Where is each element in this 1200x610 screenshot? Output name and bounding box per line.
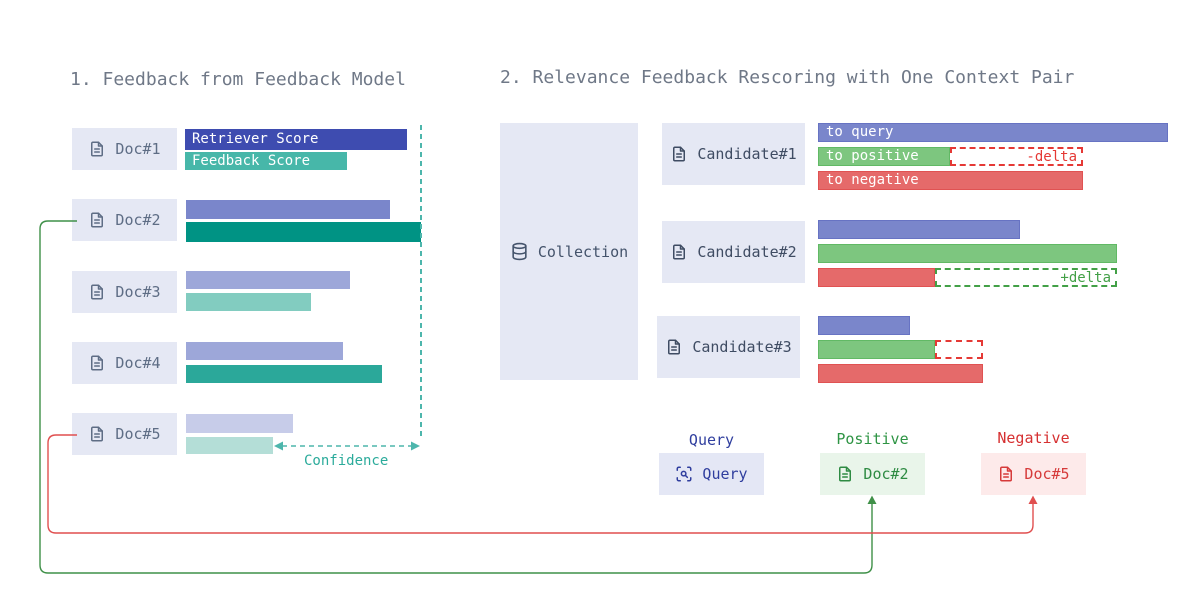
candidate3-to-positive-bar [818,340,935,359]
doc-label: Doc#4 [115,354,161,372]
doc2-retriever-score-bar [186,200,390,219]
doc-box-2: Doc#2 [72,199,177,241]
doc1-feedback-score-bar: Feedback Score [185,152,347,170]
doc5-feedback-score-bar [186,437,273,454]
panel1-title: 1. Feedback from Feedback Model [70,69,406,90]
candidate2-to-positive-bar [818,244,1117,263]
query-heading: Query [688,431,735,449]
candidate1-to-query-bar: to query [818,123,1168,142]
candidate-box-3: Candidate#3 [657,316,800,378]
negative-doc-box: Doc#5 [981,453,1086,495]
positive-connector-arrow-head [867,495,877,504]
candidate1-minus-delta-box: -delta [950,147,1083,166]
doc-label: Doc#5 [115,425,161,443]
doc1-retriever-score-bar: Retriever Score [185,129,407,150]
candidate3-minus-delta-box [935,340,983,359]
scan-search-icon [675,465,693,483]
doc-label: Doc#2 [115,211,161,229]
doc-label: Doc#3 [115,283,161,301]
doc-box-4: Doc#4 [72,342,177,384]
negative-connector-arrow-head [1028,495,1038,504]
document-icon [997,465,1015,483]
doc3-feedback-score-bar [186,293,311,311]
document-icon [836,465,854,483]
database-icon [510,242,529,261]
candidate2-to-negative-bar [818,268,935,287]
doc5-retriever-score-bar [186,414,293,433]
candidate-label: Candidate#1 [697,145,797,163]
candidate1-to-negative-bar: to negative [818,171,1083,190]
candidate2-plus-delta-box: +delta [935,268,1117,287]
doc-label: Doc#1 [115,140,161,158]
document-icon [665,338,683,356]
positive-doc-box: Doc#2 [820,453,925,495]
document-icon [88,211,106,229]
doc4-feedback-score-bar [186,365,382,383]
candidate-label: Candidate#3 [692,338,792,356]
candidate-box-2: Candidate#2 [662,221,805,283]
negative-heading: Negative [997,429,1070,447]
candidate-label: Candidate#2 [697,243,797,261]
collection-label: Collection [537,242,629,261]
collection-box: Collection [500,123,638,380]
doc-box-5: Doc#5 [72,413,177,455]
doc-box-1: Doc#1 [72,128,177,170]
doc3-retriever-score-bar [186,271,350,289]
document-icon [88,354,106,372]
candidate1-to-positive-bar: to positive [818,147,950,166]
positive-heading: Positive [836,430,909,448]
confidence-arrow-left-head [274,441,283,451]
doc-box-3: Doc#3 [72,271,177,313]
document-icon [88,425,106,443]
candidate-box-1: Candidate#1 [662,123,805,185]
candidate2-to-query-bar [818,220,1020,239]
candidate3-to-query-bar [818,316,910,335]
document-icon [88,283,106,301]
panel2-title: 2. Relevance Feedback Rescoring with One… [500,67,1075,88]
doc2-feedback-score-bar [186,222,421,242]
candidate3-to-negative-bar [818,364,983,383]
query-box: Query [659,453,764,495]
positive-doc-label: Doc#2 [863,465,909,483]
query-label: Query [702,465,748,483]
negative-doc-label: Doc#5 [1024,465,1070,483]
document-icon [670,243,688,261]
confidence-label: Confidence [304,453,389,469]
document-icon [670,145,688,163]
doc4-retriever-score-bar [186,342,343,360]
confidence-arrow-right-head [411,441,420,451]
document-icon [88,140,106,158]
